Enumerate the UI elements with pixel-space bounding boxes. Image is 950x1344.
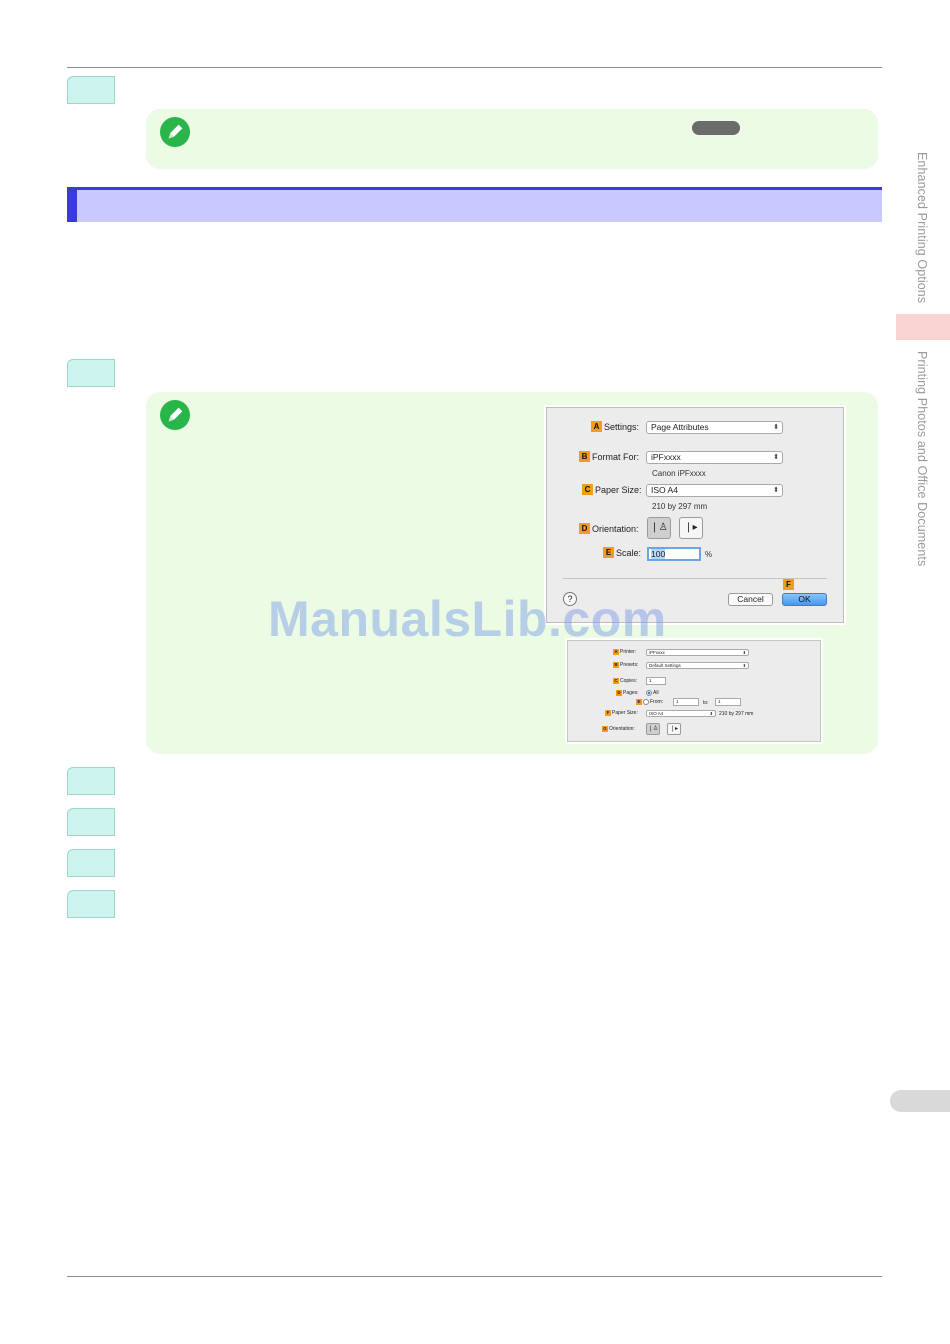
printer-popup[interactable]: iPFxxxx⬍ bbox=[646, 649, 749, 656]
pencil-icon bbox=[160, 117, 190, 147]
step-box-4 bbox=[67, 808, 115, 836]
step-box-6 bbox=[67, 890, 115, 918]
copies-input[interactable]: 1 bbox=[646, 677, 666, 685]
pencil-icon bbox=[160, 400, 190, 430]
updown-icon: ⬍ bbox=[773, 454, 779, 461]
radio-selected-icon bbox=[646, 690, 652, 696]
format-for-subtext: Canon iPFxxxx bbox=[652, 469, 706, 478]
ok-button[interactable]: OK bbox=[782, 593, 827, 606]
format-for-label: B Format For: bbox=[579, 451, 639, 462]
from-input[interactable]: 1 bbox=[673, 698, 699, 706]
landscape-icon: ❘▸ bbox=[669, 726, 679, 732]
dialog-separator bbox=[563, 578, 827, 579]
to-input[interactable]: 1 bbox=[715, 698, 741, 706]
side-tab-printing-photos[interactable]: Printing Photos and Office Documents bbox=[915, 351, 929, 567]
updown-icon: ⬍ bbox=[742, 650, 746, 655]
step-box-1 bbox=[67, 76, 115, 104]
orientation-label: D Orientation: bbox=[579, 523, 639, 534]
scale-label: E Scale: bbox=[603, 547, 641, 558]
paper-size-popup[interactable]: ISO A4⬍ bbox=[646, 710, 716, 717]
badge-c: C bbox=[582, 484, 593, 495]
landscape-orientation-button[interactable]: ❘▸ bbox=[679, 517, 703, 539]
format-for-popup[interactable]: iPFxxxx⬍ bbox=[646, 451, 783, 464]
portrait-orientation-button[interactable]: ❘♙ bbox=[647, 517, 671, 539]
step-box-2 bbox=[67, 359, 115, 387]
scale-input[interactable]: 100 bbox=[647, 547, 701, 561]
reference-pill[interactable] bbox=[692, 121, 740, 135]
top-rule bbox=[67, 67, 882, 68]
paper-size-subtext: 210 by 297 mm bbox=[652, 502, 708, 511]
updown-icon: ⬍ bbox=[773, 424, 779, 431]
bottom-rule bbox=[67, 1276, 882, 1277]
note-box-1 bbox=[146, 109, 878, 169]
portrait-icon: ❘♙ bbox=[647, 726, 659, 732]
page-setup-dialog: A Settings: Page Attributes⬍ B Format Fo… bbox=[546, 407, 844, 623]
side-tab-marker bbox=[896, 314, 950, 340]
badge-b: B bbox=[579, 451, 590, 462]
to-label: to: bbox=[703, 700, 709, 706]
paper-size-popup[interactable]: ISO A4⬍ bbox=[646, 484, 783, 497]
paper-size-subtext: 210 by 297 mm bbox=[719, 711, 754, 717]
settings-label: A Settings: bbox=[591, 421, 639, 432]
paper-size-label: C Paper Size: bbox=[582, 484, 642, 495]
pages-all-radio[interactable]: All bbox=[646, 690, 659, 696]
step-box-3 bbox=[67, 767, 115, 795]
landscape-orientation-button[interactable]: ❘▸ bbox=[667, 723, 681, 735]
updown-icon: ⬍ bbox=[742, 663, 746, 668]
help-button[interactable]: ? bbox=[563, 592, 577, 606]
portrait-icon: ❘♙ bbox=[650, 522, 668, 533]
watermark-text: ManualsLib.com bbox=[268, 591, 667, 647]
radio-icon bbox=[643, 699, 649, 705]
presets-popup[interactable]: Default Settings⬍ bbox=[646, 662, 749, 669]
updown-icon: ⬍ bbox=[773, 487, 779, 494]
badge-a: A bbox=[591, 421, 602, 432]
side-page-tab[interactable] bbox=[890, 1090, 950, 1112]
step-box-5 bbox=[67, 849, 115, 877]
cancel-button[interactable]: Cancel bbox=[728, 593, 773, 606]
scale-unit: % bbox=[705, 550, 713, 559]
updown-icon: ⬍ bbox=[709, 711, 713, 716]
badge-e: E bbox=[603, 547, 614, 558]
side-tab-enhanced-printing[interactable]: Enhanced Printing Options bbox=[915, 152, 929, 304]
badge-d: D bbox=[579, 523, 590, 534]
badge-f: F bbox=[783, 579, 794, 590]
portrait-orientation-button[interactable]: ❘♙ bbox=[646, 723, 660, 735]
settings-popup[interactable]: Page Attributes⬍ bbox=[646, 421, 783, 434]
section-heading-bar bbox=[67, 187, 882, 222]
landscape-icon: ❘▸ bbox=[684, 522, 698, 533]
